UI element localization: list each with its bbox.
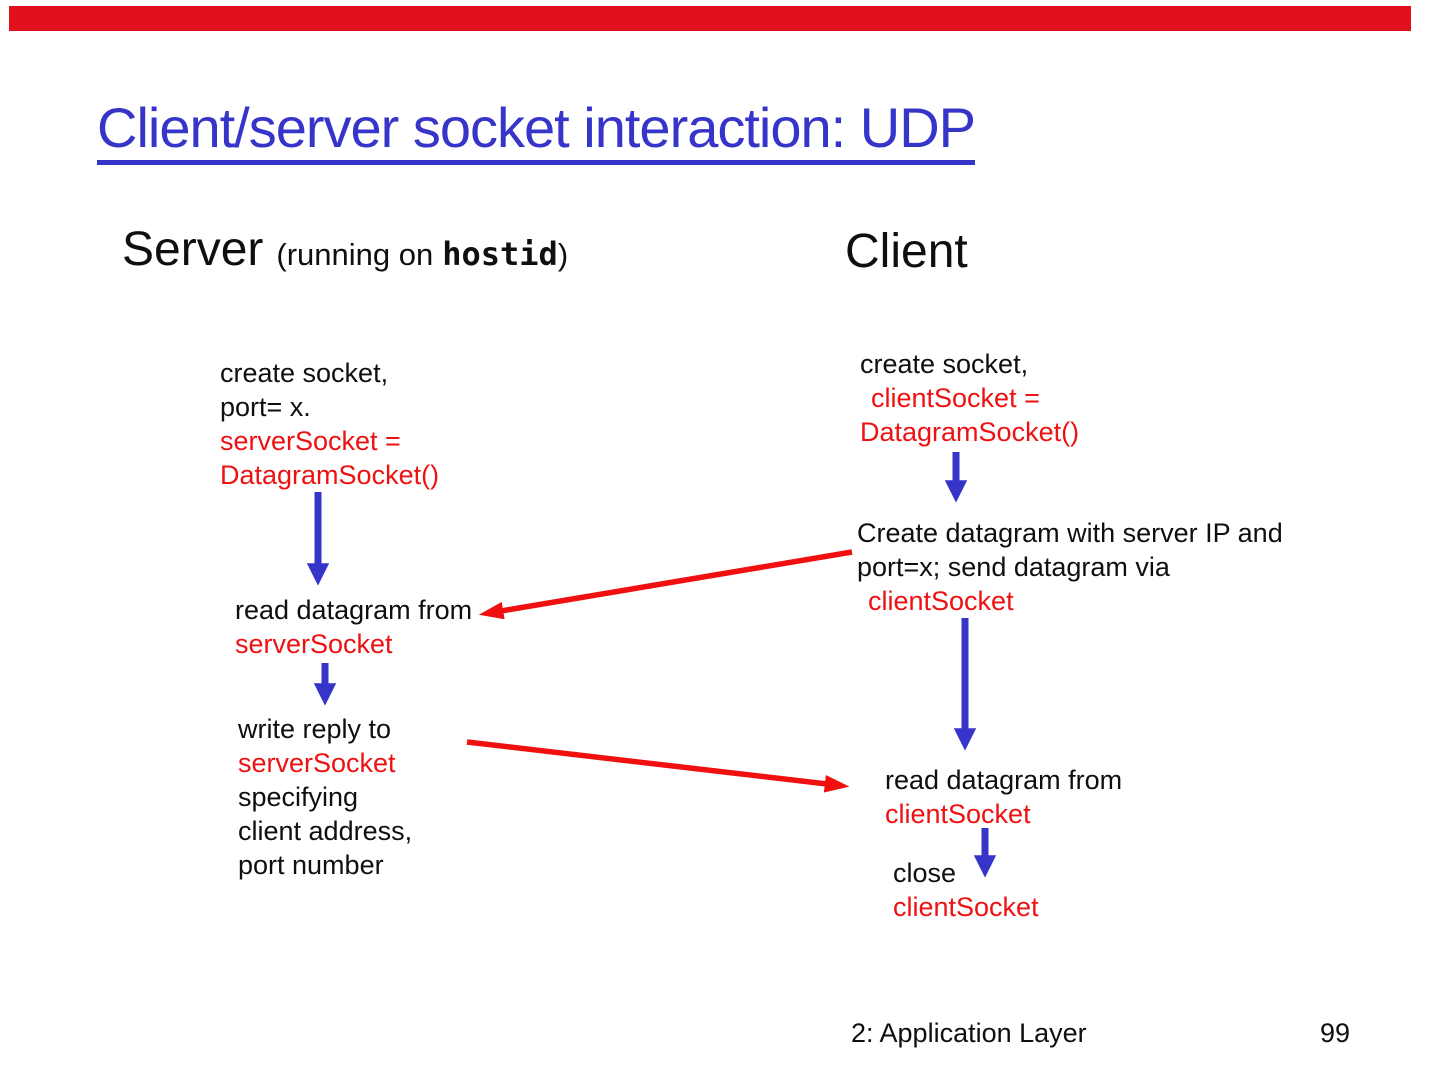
request-datagram-arrow-icon (478, 549, 853, 620)
step-line: port number (238, 850, 384, 880)
step-line-code: serverSocket = (220, 426, 401, 456)
step-line-code: DatagramSocket() (860, 417, 1080, 447)
client-step-create-socket: create socket, clientSocket = DatagramSo… (860, 347, 1079, 449)
client-step-read-datagram: read datagram from clientSocket (885, 763, 1122, 831)
client-heading: Client (845, 225, 968, 278)
step-line-code: DatagramSocket() (220, 460, 440, 490)
step-line-code: serverSocket (238, 748, 396, 778)
step-line-code: serverSocket (235, 629, 393, 659)
server-hostid-code: hostid (442, 235, 558, 273)
client-step-close: close clientSocket (893, 856, 1039, 924)
server-heading-detail: (running on (276, 237, 434, 272)
footer-section-label: 2: Application Layer (851, 1018, 1087, 1048)
step-line-code: clientSocket (885, 799, 1031, 829)
step-line: port= x. (220, 392, 311, 422)
step-line: close (893, 858, 957, 888)
server-step-read-datagram: read datagram from serverSocket (235, 593, 472, 661)
step-line: read datagram from (885, 765, 1123, 795)
reply-datagram-arrow-icon (466, 739, 850, 793)
step-line-code: clientSocket (893, 892, 1039, 922)
step-line: create socket, (860, 349, 1029, 379)
slide-title: Client/server socket interaction: UDP (97, 98, 976, 165)
step-line-code: clientSocket (868, 586, 1014, 616)
step-line: port=x; send datagram via (857, 552, 1170, 582)
top-accent-bar (9, 6, 1411, 31)
server-heading-label: Server (122, 223, 264, 276)
step-line: write reply to (238, 714, 392, 744)
step-line: create socket, (220, 358, 389, 388)
step-line: client address, (238, 816, 413, 846)
server-step-write-reply: write reply to serverSocket specifying c… (238, 712, 412, 882)
server-heading-detail-close: ) (557, 237, 569, 272)
server-step-create-socket: create socket, port= x. serverSocket = D… (220, 356, 439, 492)
step-line: read datagram from (235, 595, 473, 625)
step-line: Create datagram with server IP and (857, 518, 1283, 548)
step-line: specifying (238, 782, 359, 812)
client-step-send-datagram: Create datagram with server IP and port=… (857, 516, 1283, 618)
step-line-code: clientSocket = (871, 383, 1040, 413)
footer-page-number: 99 (1320, 1018, 1351, 1048)
